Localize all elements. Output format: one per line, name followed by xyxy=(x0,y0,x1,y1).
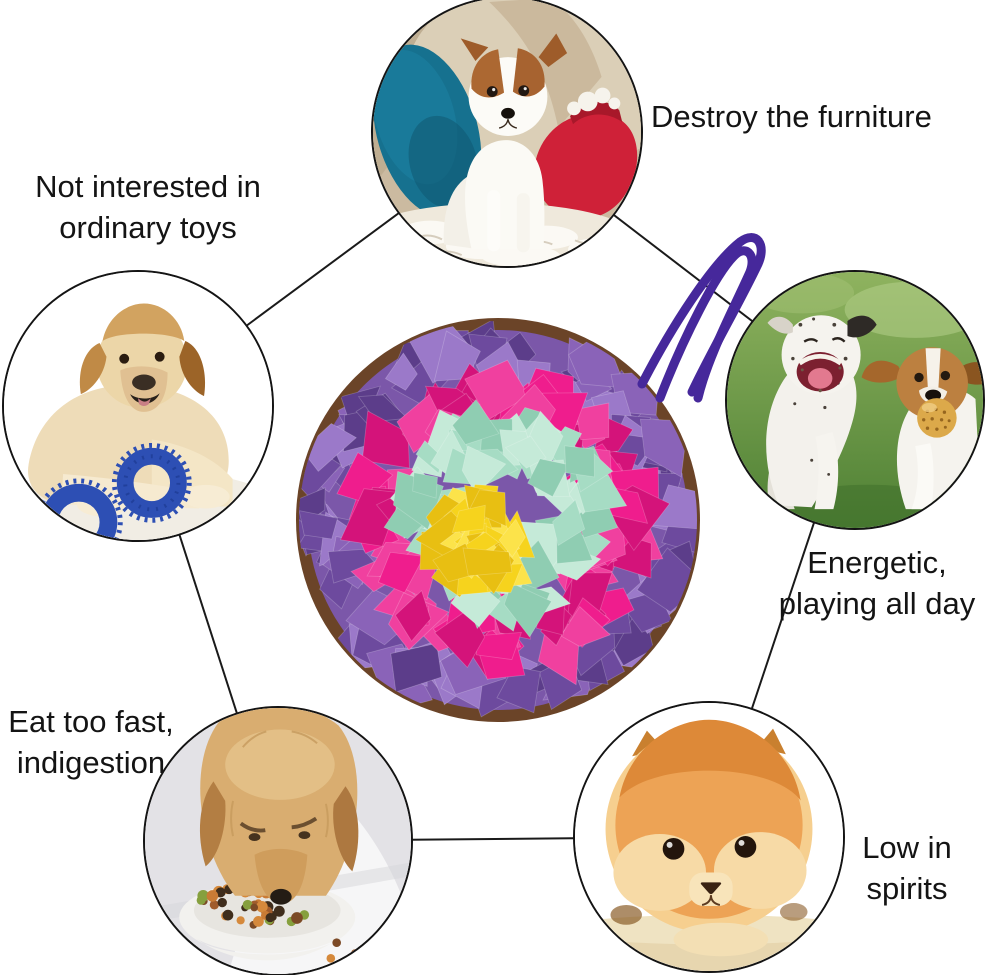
label-line: Not interested in xyxy=(35,169,261,204)
hanging-ribbon xyxy=(637,233,766,403)
photo-eating-dog xyxy=(143,706,413,975)
label-eat-too-fast: Eat too fast, indigestion xyxy=(0,701,182,783)
snuffle-mat-photo xyxy=(296,233,766,722)
label-line: spirits xyxy=(866,871,948,906)
label-destroy-furniture: Destroy the furniture xyxy=(651,96,932,137)
food-bowl xyxy=(179,881,356,954)
jack-russell-dog xyxy=(443,33,568,253)
golden-retriever-head xyxy=(199,708,359,905)
mat-fabric-strips xyxy=(299,321,697,718)
label-line: indigestion xyxy=(16,745,166,780)
pomeranian-head xyxy=(605,719,813,957)
photo-destroy-furniture-dog xyxy=(371,0,643,268)
label-line: Destroy the furniture xyxy=(651,99,932,134)
label-line: playing all day xyxy=(778,586,976,621)
white-bulldog xyxy=(766,315,877,510)
bowl-front-rim xyxy=(182,925,353,961)
photo-sad-pomeranian xyxy=(573,701,845,973)
label-line: Low in xyxy=(862,830,952,865)
label-energetic-playing: Energetic, playing all day xyxy=(768,542,986,624)
yellow-ball xyxy=(917,398,957,438)
photo-energetic-dogs xyxy=(725,270,985,530)
photo-not-interested-dog xyxy=(2,270,274,542)
red-pillow xyxy=(533,87,638,219)
kibble xyxy=(196,883,310,929)
label-line: Eat too fast, xyxy=(8,704,174,739)
label-line: Energetic, xyxy=(807,545,947,580)
label-line: ordinary toys xyxy=(59,210,237,245)
label-not-interested-in-toys: Not interested in ordinary toys xyxy=(8,166,288,248)
label-low-in-spirits: Low in spirits xyxy=(846,827,968,909)
